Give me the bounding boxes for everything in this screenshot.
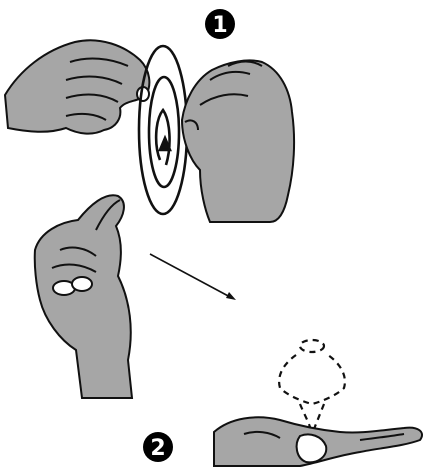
step-2-badge: 2 xyxy=(143,432,173,462)
left-hand-pinching xyxy=(5,40,149,133)
step-1-badge: 1 xyxy=(205,9,235,39)
right-hand-spinning xyxy=(182,60,294,222)
spiral-motion-icon xyxy=(139,46,187,214)
step-1-number: 1 xyxy=(212,13,227,38)
arrow-icon xyxy=(150,254,236,300)
spinning-top-icon xyxy=(279,340,345,434)
step-2-number: 2 xyxy=(150,436,165,461)
open-palm xyxy=(214,417,422,466)
snapping-hand xyxy=(35,195,132,398)
